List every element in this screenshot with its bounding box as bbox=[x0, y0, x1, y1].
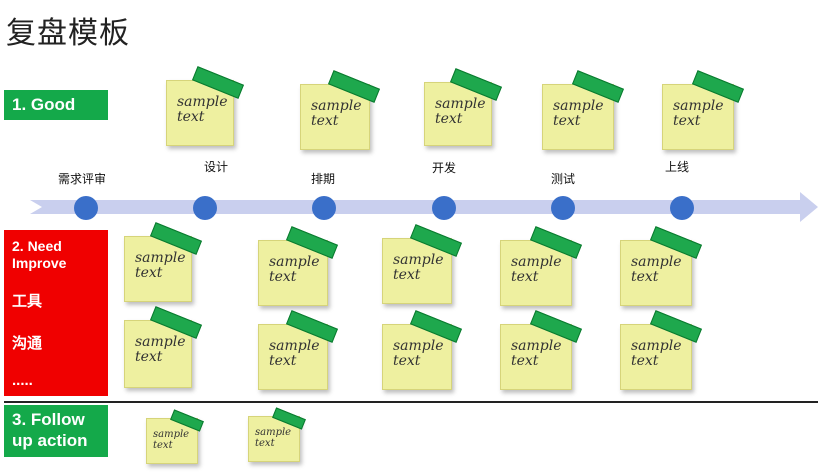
page-title: 复盘模板 bbox=[6, 16, 130, 51]
timeline-node-3 bbox=[312, 196, 336, 220]
timeline-node-5 bbox=[551, 196, 575, 220]
section-follow-up-label: 3. Follow up action bbox=[4, 405, 108, 457]
need-improve-item-tools: 工具 bbox=[12, 293, 43, 310]
timeline-node-2 bbox=[193, 196, 217, 220]
timeline-arrow bbox=[30, 192, 818, 222]
stage-label-launch: 上线 bbox=[665, 160, 690, 174]
need-improve-line2: Improve bbox=[12, 255, 67, 271]
section-good-label: 1. Good bbox=[4, 90, 108, 120]
need-improve-heading: 2. Need Improve bbox=[12, 238, 66, 272]
section-need-improve-label: 2. Need Improve 工具 沟通 ..... bbox=[4, 230, 108, 396]
need-improve-item-more: ..... bbox=[12, 372, 33, 389]
follow-up-line2: up action bbox=[12, 431, 88, 450]
need-improve-item-communication: 沟通 bbox=[12, 335, 43, 352]
stage-label-design: 设计 bbox=[204, 160, 229, 174]
stage-label-requirements-review: 需求评审 bbox=[58, 172, 107, 186]
timeline-node-6 bbox=[670, 196, 694, 220]
stage-label-testing: 测试 bbox=[551, 172, 576, 186]
need-improve-line1: 2. Need bbox=[12, 238, 62, 254]
timeline-node-1 bbox=[74, 196, 98, 220]
timeline-node-4 bbox=[432, 196, 456, 220]
follow-up-line1: 3. Follow bbox=[12, 410, 85, 429]
stage-label-development: 开发 bbox=[432, 161, 457, 175]
stage-label-scheduling: 排期 bbox=[311, 172, 336, 186]
section-divider bbox=[4, 401, 818, 403]
